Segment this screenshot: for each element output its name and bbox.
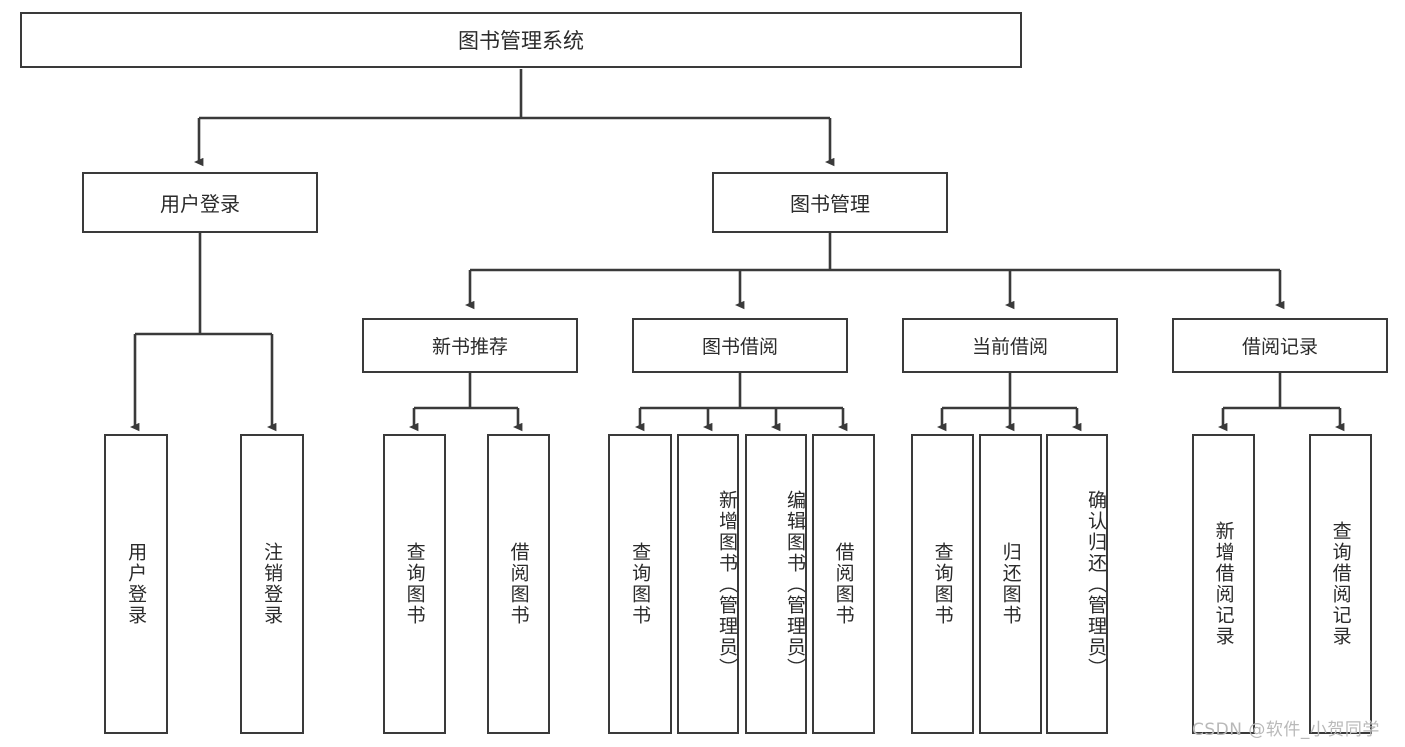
node-new-book-recommend[interactable]: 新书推荐 bbox=[362, 318, 578, 373]
node-label: 查询图书 bbox=[931, 542, 954, 626]
node-label: 借阅记录 bbox=[1241, 336, 1318, 358]
node-label: 新书推荐 bbox=[431, 336, 508, 358]
leaf-new-book-borrow[interactable]: 借阅图书 bbox=[487, 434, 550, 734]
node-label: 用户登录 bbox=[160, 192, 240, 216]
leaf-current-borrow-return[interactable]: 归还图书 bbox=[979, 434, 1042, 734]
node-label: 归还图书 bbox=[999, 542, 1022, 626]
node-root-system[interactable]: 图书管理系统 bbox=[20, 12, 1022, 68]
leaf-book-borrow-edit[interactable]: 编辑图书（管理员） bbox=[745, 434, 807, 734]
node-label: 确认归还（管理员） bbox=[1085, 489, 1107, 679]
node-borrow-record[interactable]: 借阅记录 bbox=[1172, 318, 1388, 373]
node-label: 图书借阅 bbox=[701, 336, 778, 358]
leaf-book-borrow-borrow[interactable]: 借阅图书 bbox=[812, 434, 875, 734]
node-label: 图书管理系统 bbox=[458, 29, 584, 53]
watermark-text: CSDN @软件_小贺同学 bbox=[1192, 720, 1380, 740]
node-book-management[interactable]: 图书管理 bbox=[712, 172, 948, 233]
watermark: CSDN @软件_小贺同学 bbox=[1192, 715, 1380, 740]
leaf-current-borrow-confirm-return[interactable]: 确认归还（管理员） bbox=[1046, 434, 1108, 734]
node-label: 编辑图书（管理员） bbox=[784, 489, 806, 679]
node-label: 新增图书（管理员） bbox=[716, 489, 738, 679]
node-label: 用户登录 bbox=[125, 542, 148, 626]
leaf-current-borrow-query[interactable]: 查询图书 bbox=[911, 434, 974, 734]
leaf-book-borrow-query[interactable]: 查询图书 bbox=[608, 434, 672, 734]
node-label: 查询借阅记录 bbox=[1329, 521, 1352, 647]
node-current-borrow[interactable]: 当前借阅 bbox=[902, 318, 1118, 373]
leaf-borrow-record-add[interactable]: 新增借阅记录 bbox=[1192, 434, 1255, 734]
leaf-borrow-record-query[interactable]: 查询借阅记录 bbox=[1309, 434, 1372, 734]
node-label: 当前借阅 bbox=[971, 336, 1048, 358]
node-book-borrow[interactable]: 图书借阅 bbox=[632, 318, 848, 373]
node-label: 新增借阅记录 bbox=[1212, 521, 1235, 647]
node-label: 图书管理 bbox=[790, 192, 870, 216]
node-label: 注销登录 bbox=[261, 542, 284, 626]
leaf-user-login-login[interactable]: 用户登录 bbox=[104, 434, 168, 734]
node-user-login[interactable]: 用户登录 bbox=[82, 172, 318, 233]
leaf-book-borrow-add[interactable]: 新增图书（管理员） bbox=[677, 434, 739, 734]
leaf-user-login-logout[interactable]: 注销登录 bbox=[240, 434, 304, 734]
leaf-new-book-query[interactable]: 查询图书 bbox=[383, 434, 446, 734]
node-label: 借阅图书 bbox=[507, 542, 530, 626]
node-label: 查询图书 bbox=[403, 542, 426, 626]
node-label: 借阅图书 bbox=[832, 542, 855, 626]
node-label: 查询图书 bbox=[629, 542, 652, 626]
